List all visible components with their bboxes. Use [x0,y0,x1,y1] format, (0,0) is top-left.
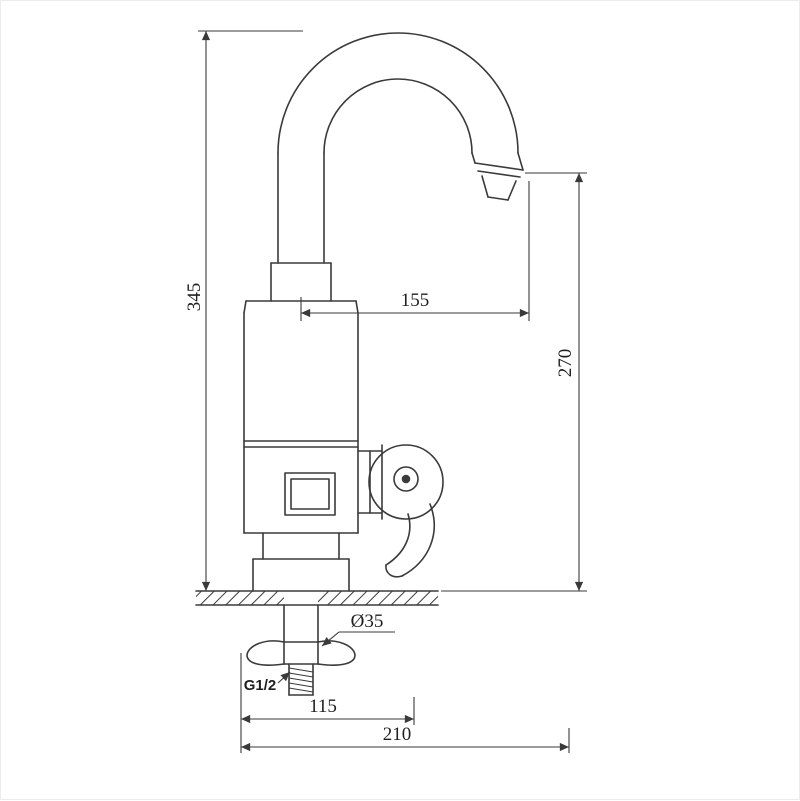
gooseneck-spout [277,32,524,264]
countertop-hatch-left [196,591,284,605]
lever-arm-tip [385,564,403,578]
dim-label-overall-depth: 210 [383,724,412,745]
dim-label-body-depth: 115 [309,696,337,717]
dim-label-overall-height: 345 [184,283,205,312]
countertop-section [195,590,439,606]
dim-label-shank-diameter: Ø35 [351,611,384,632]
dimension-spout-outlet-height [441,172,587,592]
handle-screw-dot [401,474,411,484]
dimension-overall-depth [241,728,570,753]
callout-thread-size [277,671,291,684]
dimension-spout-reach [300,181,530,321]
lever-arm-inner [385,513,411,566]
lever-handle [357,444,444,578]
wing-nut-left [246,640,285,666]
display-window-inner [290,478,330,510]
lever-arm-outer [401,503,435,577]
dimension-overall-height [198,30,303,591]
dim-label-thread-size: G1/2 [244,677,277,694]
handle-hub [368,444,444,520]
countertop-hatch-right [318,591,438,605]
dim-label-spout-reach: 155 [401,290,430,311]
dimension-body-depth [240,653,415,753]
wing-nut-right [317,640,356,666]
callout-shank-diameter [321,631,395,647]
faucet-base [243,532,359,592]
handle-hub-cap [393,466,419,492]
display-window-outer [284,472,336,516]
dim-label-spout-outlet-height: 270 [555,349,576,378]
thread-hatch [288,667,314,693]
